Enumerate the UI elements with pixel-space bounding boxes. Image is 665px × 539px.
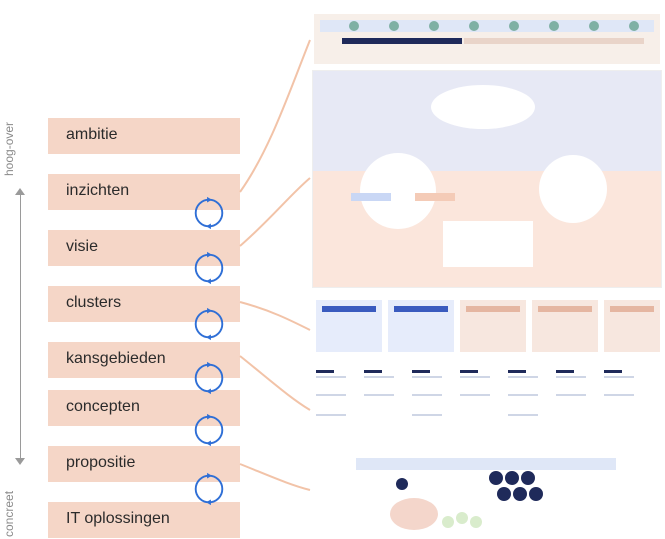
level-it-oplossingen: IT oplossingen: [48, 502, 240, 538]
cycle-icon: [194, 251, 224, 285]
level-label: visie: [66, 238, 99, 255]
cycle-icon: [194, 196, 224, 230]
level-label: kansgebieden: [66, 350, 166, 367]
axis-label-top: hoog-over: [2, 121, 16, 176]
cycle-icon: [194, 413, 224, 447]
connector-kansgebieden: [239, 355, 311, 411]
thumbnail-inzichten: [314, 14, 660, 64]
level-concepten: concepten: [48, 390, 240, 426]
cycle-icon: [194, 307, 224, 341]
level-ambitie: ambitie: [48, 118, 240, 154]
axis-label-bottom: concreet: [2, 490, 16, 537]
thumbnail-visie: [312, 70, 662, 288]
cycle-icon: [194, 472, 224, 506]
level-kansgebieden: kansgebieden: [48, 342, 240, 378]
level-inzichten: inzichten: [48, 174, 240, 210]
level-label: clusters: [66, 294, 122, 311]
cycle-icon: [194, 361, 224, 395]
connector-propositie: [239, 463, 311, 491]
connector-visie: [239, 177, 311, 247]
thumbnail-kansgebieden: [316, 366, 660, 436]
level-label: concepten: [66, 398, 140, 415]
level-label: IT oplossingen: [66, 510, 170, 527]
axis-arrow-down-icon: [15, 458, 25, 465]
level-label: inzichten: [66, 182, 130, 199]
level-clusters: clusters: [48, 286, 240, 322]
connector-inzichten: [239, 39, 311, 193]
axis-line: [20, 192, 21, 458]
axis-arrow-up-icon: [15, 188, 25, 195]
level-label: ambitie: [66, 126, 118, 143]
thumbnail-clusters: [316, 300, 660, 356]
level-visie: visie: [48, 230, 240, 266]
connector-clusters: [239, 301, 311, 331]
thumbnail-propositie: [316, 452, 660, 538]
level-label: propositie: [66, 454, 136, 471]
